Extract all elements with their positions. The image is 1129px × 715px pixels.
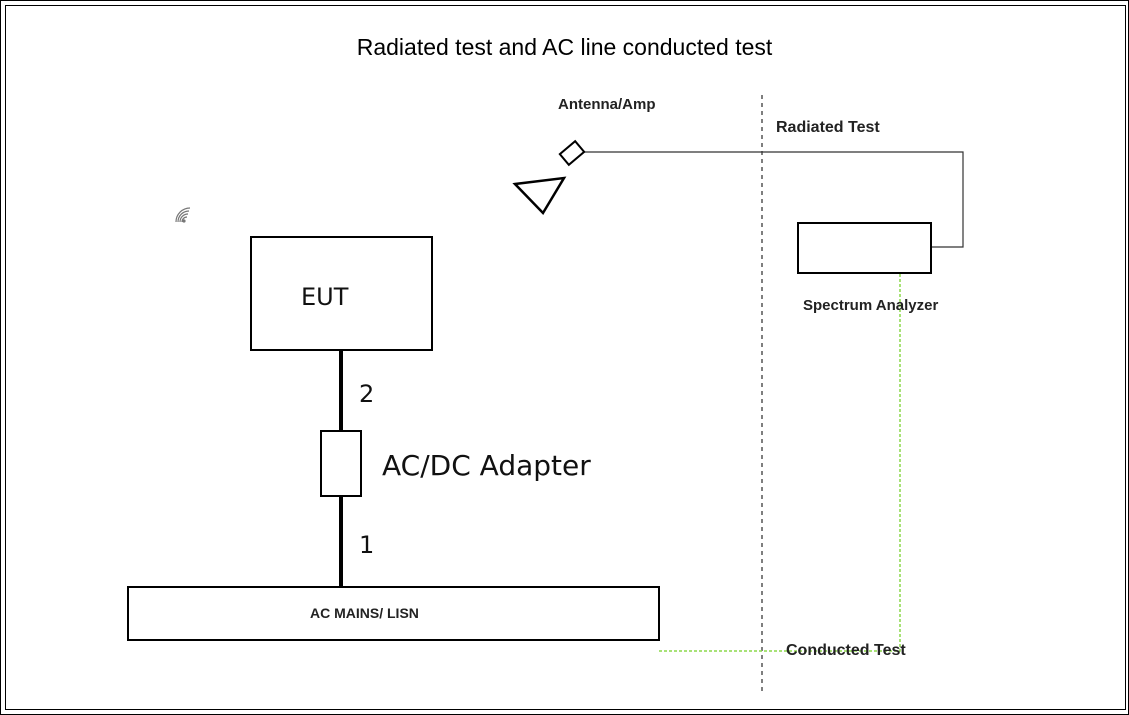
diagram-title: Radiated test and AC line conducted test [356,34,773,60]
spectrum-analyzer-box [797,222,932,274]
cable-2-label: 2 [359,380,375,408]
wifi-signal-icon [175,207,191,223]
spectrum-analyzer-label: Spectrum Analyzer [803,297,939,314]
conducted-cable [659,273,901,652]
eut-box [250,236,433,351]
eut-label: EUT [301,283,349,311]
conducted-test-label: Conducted Test [786,642,906,659]
adapter-label: AC/DC Adapter [382,449,591,482]
antenna-label: Antenna/Amp [558,96,656,113]
radiated-cable [584,151,964,248]
horn-antenna-icon [512,139,586,216]
inner-frame [5,5,1126,710]
adapter-box [320,430,362,497]
cable-1-label: 1 [359,531,375,559]
ac-mains-lisn-box [127,586,660,641]
radiated-test-label: Radiated Test [776,119,880,136]
ac-mains-label: AC MAINS/ LISN [310,605,419,621]
